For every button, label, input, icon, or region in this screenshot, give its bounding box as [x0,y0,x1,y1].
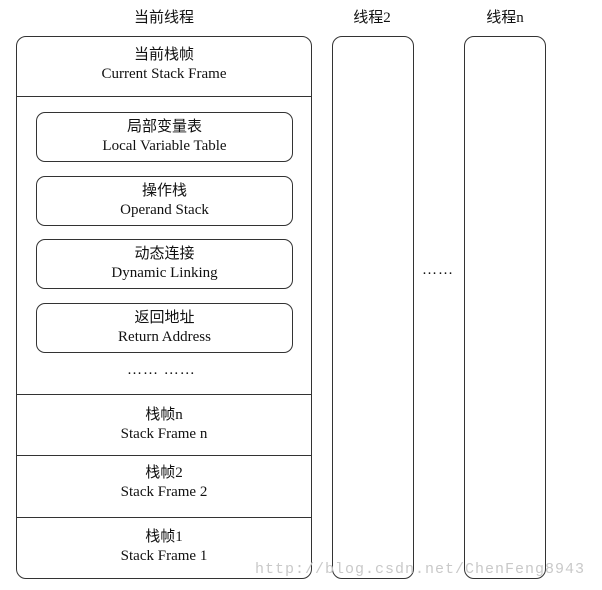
stack-frame-2: 栈帧2 Stack Frame 2 [17,456,311,518]
operand-stack-cn: 操作栈 [141,183,187,199]
local-variable-table: 局部变量表 Local Variable Table [36,112,293,162]
operand-stack-en: Operand Stack [120,202,209,218]
stack-frame-2-en: Stack Frame 2 [120,484,208,500]
stack-frame-1-cn: 栈帧1 [145,529,183,545]
current-thread-stack: 当前栈帧 Current Stack Frame 局部变量表 Local Var… [16,36,312,579]
threadn-stack [464,36,546,579]
return-address-en: Return Address [118,329,211,345]
stack-frame-2-cn: 栈帧2 [145,465,183,481]
current-stack-frame-cn: 当前栈帧 [133,47,194,63]
dynamic-linking: 动态连接 Dynamic Linking [36,239,293,289]
current-stack-frame-en: Current Stack Frame [101,66,227,82]
frame-components-area: 局部变量表 Local Variable Table 操作栈 Operand S… [17,97,311,395]
thread2-stack [332,36,414,579]
local-variable-table-en: Local Variable Table [102,138,227,154]
local-variable-table-cn: 局部变量表 [126,119,202,135]
stack-frame-1: 栈帧1 Stack Frame 1 [17,518,311,579]
components-ellipsis: …… …… [127,362,196,378]
watermark: http://blog.csdn.net/ChenFeng8943 [255,561,586,578]
stack-frame-n: 栈帧n Stack Frame n [17,394,311,456]
threads-ellipsis: …… [422,262,454,278]
dynamic-linking-en: Dynamic Linking [111,265,218,281]
return-address-cn: 返回地址 [134,310,195,326]
stack-frame-n-cn: 栈帧n [145,407,183,423]
threadn-header: 线程n [486,10,524,26]
current-thread-header: 当前线程 [133,10,194,26]
stack-frame-n-en: Stack Frame n [120,426,208,442]
thread2-header: 线程2 [353,10,391,26]
return-address: 返回地址 Return Address [36,303,293,353]
dynamic-linking-cn: 动态连接 [134,246,195,262]
current-stack-frame: 当前栈帧 Current Stack Frame [17,37,311,97]
operand-stack: 操作栈 Operand Stack [36,176,293,226]
stack-frame-1-en: Stack Frame 1 [120,548,208,564]
